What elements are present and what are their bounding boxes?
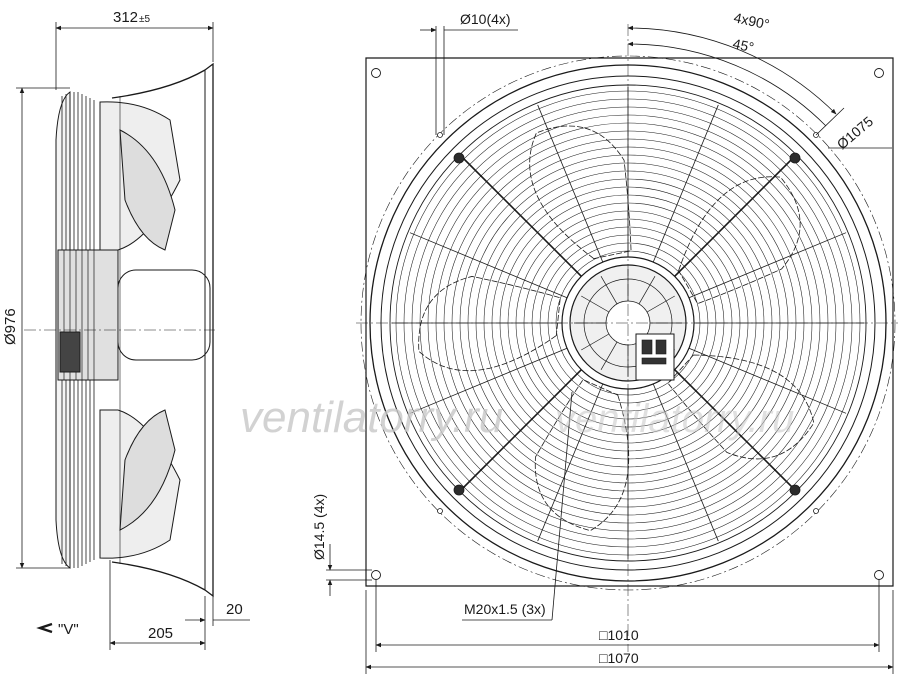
fan-blade <box>529 125 632 260</box>
guard-wire <box>652 104 719 263</box>
terminal-box-detail <box>641 339 667 365</box>
angle-pitch-label: 4x90° <box>732 9 771 32</box>
motor-rib <box>600 340 619 370</box>
view-marker-label: "V" <box>58 621 79 638</box>
side-blade-mid-low <box>119 409 176 531</box>
guard-wire <box>688 232 847 299</box>
watermark-2: ventilatorry.ru <box>555 397 794 441</box>
outer-square-label: □1070 <box>599 650 639 666</box>
fan-blade <box>418 276 561 371</box>
bolt-circle-label: Ø1075 <box>834 113 877 152</box>
fan-blade <box>534 379 629 532</box>
side-depth-label: 312 <box>113 9 138 26</box>
motor-rib <box>645 295 675 314</box>
guard-wire <box>409 232 568 299</box>
side-hub <box>117 269 211 361</box>
view-marker-arrow <box>36 622 53 634</box>
fan-blade <box>678 176 801 305</box>
side-dimensions <box>16 22 250 650</box>
motor-rib <box>581 332 611 351</box>
guard-wire <box>688 347 847 414</box>
guard-wire <box>409 347 568 414</box>
side-depth-base-label: 205 <box>148 625 173 642</box>
guard-wire <box>537 383 604 542</box>
corner-hole-label: Ø14.5 (4x) <box>311 494 327 560</box>
side-blade-mid <box>119 129 176 251</box>
side-height-label: Ø976 <box>2 308 19 345</box>
guard-spoke <box>674 369 796 491</box>
guard-spoke <box>460 155 582 277</box>
motor-rib <box>637 276 656 306</box>
fan-blades <box>418 125 815 532</box>
side-terminal-box <box>59 331 81 373</box>
front-dimensions <box>326 25 894 674</box>
motor-rib <box>600 276 619 306</box>
corner-holes <box>371 68 884 580</box>
guard-spoke <box>674 155 796 277</box>
flange-holes <box>437 132 819 514</box>
angle-offset-label: 45° <box>731 35 755 55</box>
side-flange-label: 20 <box>226 601 243 618</box>
hole-diameter-label: Ø10(4x) <box>460 11 511 27</box>
thread-label: M20x1.5 (3x) <box>464 601 546 617</box>
fan-blade <box>667 354 815 460</box>
guard-wire <box>537 104 604 263</box>
watermark: ventilatorry.ru <box>240 393 503 442</box>
guard-spoke <box>460 369 582 491</box>
side-depth-tolerance: ±5 <box>139 14 150 25</box>
front-view <box>356 24 898 652</box>
inner-square-label: □1010 <box>599 627 639 643</box>
motor-rib <box>581 295 611 314</box>
guard-wire <box>652 383 719 542</box>
